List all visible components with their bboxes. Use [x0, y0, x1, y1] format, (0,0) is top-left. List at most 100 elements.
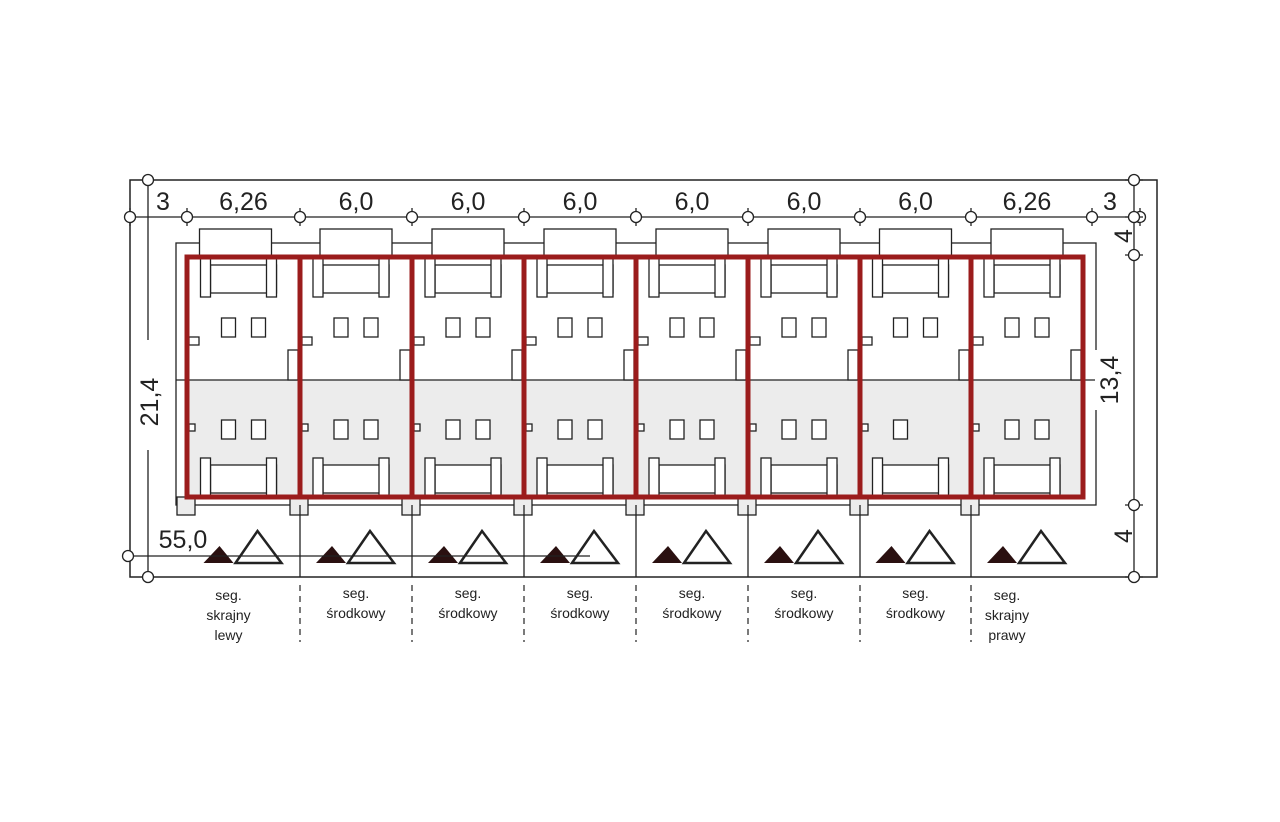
stair-element — [1070, 349, 1082, 381]
outline-triangle-symbol — [793, 528, 845, 565]
segment-label-line: środkowy — [774, 605, 834, 621]
top-annex — [319, 228, 393, 258]
terrace-wall — [265, 457, 278, 497]
terrace-wall — [760, 457, 772, 497]
bottom-annex — [289, 496, 309, 516]
top-dimension-7: 6,0 — [898, 188, 933, 216]
window — [250, 419, 267, 440]
right-dim-gap — [1095, 350, 1125, 410]
terrace-wall — [983, 457, 995, 497]
chimney — [972, 336, 984, 346]
dimension-node — [517, 210, 531, 224]
segment-label-line: seg. — [342, 585, 370, 601]
terrace-wall — [424, 256, 436, 298]
terrace-wall — [199, 457, 212, 497]
window — [445, 317, 461, 338]
top-terrace — [434, 264, 502, 294]
bottom-terrace — [770, 464, 838, 494]
chimney — [637, 336, 649, 346]
segment-label-line: seg. — [902, 585, 929, 601]
segment-label-3: seg.środkowy — [413, 583, 523, 623]
dimension-node — [1127, 570, 1141, 584]
top-terrace — [770, 264, 838, 294]
stair-element — [735, 349, 747, 381]
top-annex — [198, 228, 273, 258]
segment-label-5: seg. środkowy — [637, 583, 747, 623]
segment-label-line: seg. — [678, 585, 706, 601]
chimney — [301, 336, 313, 346]
segment-label-line: środkowy — [662, 605, 722, 621]
segment-label-line: środkowy — [438, 605, 498, 621]
stair-element — [287, 349, 299, 381]
top-annex — [655, 228, 729, 258]
terrace-wall — [536, 457, 548, 497]
top-dimension-3: 6,0 — [451, 188, 486, 216]
dimension-node — [405, 210, 419, 224]
top-annex — [990, 228, 1064, 258]
stair-element — [511, 349, 523, 381]
dimension-node — [1127, 248, 1141, 262]
window — [587, 419, 603, 440]
terrace-wall — [199, 256, 212, 298]
bottom-annex — [176, 496, 196, 516]
bottom-annex — [737, 496, 757, 516]
chimney — [749, 336, 761, 346]
vent — [525, 423, 533, 432]
terrace-wall — [871, 256, 884, 298]
stair-element — [847, 349, 859, 381]
segment-label-line: środkowy — [885, 605, 946, 621]
top-dimension-6: 6,0 — [787, 188, 822, 216]
left-dim-gap — [138, 340, 160, 450]
filled-triangle-symbol — [540, 546, 570, 563]
terrace-wall — [312, 256, 324, 298]
terrace-wall — [1049, 457, 1061, 497]
vent — [188, 423, 196, 432]
terrace-wall — [648, 457, 660, 497]
segment-label-4: seg.środkowy — [525, 583, 635, 623]
window — [333, 419, 349, 440]
terrace-wall — [312, 457, 324, 497]
terrace-wall — [983, 256, 995, 298]
terrace-wall — [714, 256, 726, 298]
right-dimension-top: 4 — [1110, 229, 1138, 243]
vent — [861, 423, 869, 432]
window — [475, 419, 491, 440]
terrace-wall — [378, 256, 390, 298]
vent — [301, 423, 309, 432]
dimension-node — [853, 210, 867, 224]
filled-triangle-symbol — [428, 546, 458, 563]
top-annex — [543, 228, 617, 258]
top-annex — [431, 228, 505, 258]
window — [922, 317, 939, 338]
outline-triangle-symbol — [345, 528, 397, 565]
terrace-wall — [536, 256, 548, 298]
window — [699, 317, 715, 338]
filled-triangle-symbol — [652, 546, 682, 563]
dimension-node — [629, 210, 643, 224]
terrace-wall — [871, 457, 884, 497]
terrace-wall — [714, 457, 726, 497]
window — [363, 317, 379, 338]
road-dimension: 55,0 — [159, 526, 208, 554]
top-dimension-2: 6,0 — [339, 188, 374, 216]
dimension-node — [964, 210, 978, 224]
outline-triangle-symbol — [457, 528, 509, 565]
window — [892, 419, 909, 440]
chimney — [413, 336, 425, 346]
bottom-terrace — [546, 464, 614, 494]
segment-label-line: skrajny — [984, 607, 1030, 623]
terrace-wall — [937, 256, 950, 298]
right-dimension-bottom: 4 — [1110, 529, 1138, 543]
dimension-node — [180, 210, 194, 224]
segment-label-line: seg. — [993, 587, 1021, 603]
plot-boundary — [129, 179, 1158, 578]
vent — [413, 423, 421, 432]
filled-triangle-symbol — [987, 546, 1017, 563]
stair-element — [958, 349, 970, 381]
terrace-wall — [490, 256, 502, 298]
outline-triangle-symbol — [233, 528, 284, 565]
dimension-node — [1085, 210, 1099, 224]
terrace-wall — [602, 256, 614, 298]
